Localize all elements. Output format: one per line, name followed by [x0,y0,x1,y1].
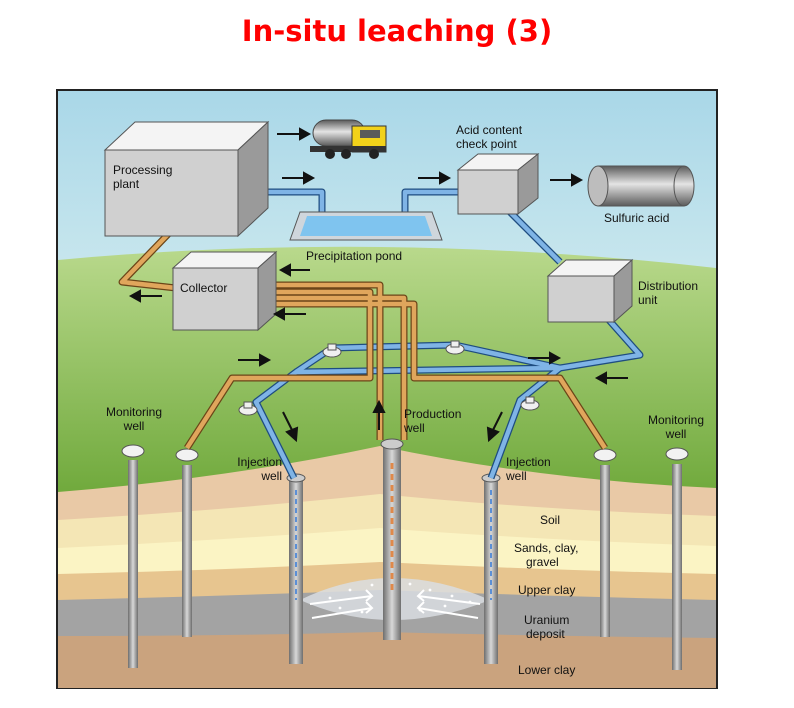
label-distribution-unit-1: Distribution [638,279,698,293]
valves [238,340,540,416]
acid-check-point [456,152,540,216]
sulfuric-acid-tank [587,165,695,207]
label-acid-check-1: Acid content [456,123,523,137]
well-stub-right [593,448,617,637]
production-well-casing [380,438,404,640]
label-production-well-1: Production [404,407,461,421]
label-lower-clay: Lower clay [518,663,575,677]
flow-arrows-deposit [309,589,481,619]
label-injection-well-left-2: well [260,469,282,483]
label-monitoring-well-right-1: Monitoring [648,413,704,427]
label-collector: Collector [180,281,227,295]
label-injection-well-left-1: Injection [237,455,282,469]
label-uranium-deposit-2: deposit [526,627,565,641]
page-title: In-situ leaching (3) [241,14,553,48]
label-upper-clay: Upper clay [518,583,575,597]
label-sands-2: gravel [526,555,559,569]
injection-well-right-casing [481,473,501,664]
monitoring-well-right [665,447,689,670]
label-sulfuric-acid: Sulfuric acid [604,211,669,225]
processing-plant [103,120,270,238]
label-processing-plant-1: Processing [113,163,172,177]
injection-well-left-casing [286,473,306,664]
label-production-well-2: well [403,421,425,435]
label-monitoring-well-right-2: well [665,427,687,441]
acid-pipes [253,189,643,480]
label-sands-1: Sands, clay, [514,541,578,555]
precipitation-pond [289,211,443,241]
distribution-unit [546,258,634,324]
label-acid-check-2: check point [456,137,517,151]
label-injection-well-right-2: well [505,469,527,483]
flow-arrows [128,127,628,443]
solution-pipes [119,224,607,450]
well-stub-left [175,448,199,637]
label-soil: Soil [540,513,560,527]
label-uranium-deposit-1: Uranium [524,613,569,627]
collector [171,250,278,332]
label-distribution-unit-2: unit [638,293,658,307]
label-injection-well-right-1: Injection [506,455,551,469]
monitoring-well-left [121,444,145,668]
diagram-labels: Processing plant Acid content check poin… [106,123,704,677]
tanker-truck-icon [310,119,387,159]
label-monitoring-well-left-2: well [123,419,145,433]
label-precipitation-pond: Precipitation pond [306,249,402,263]
label-monitoring-well-left-1: Monitoring [106,405,162,419]
label-processing-plant-2: plant [113,177,140,191]
